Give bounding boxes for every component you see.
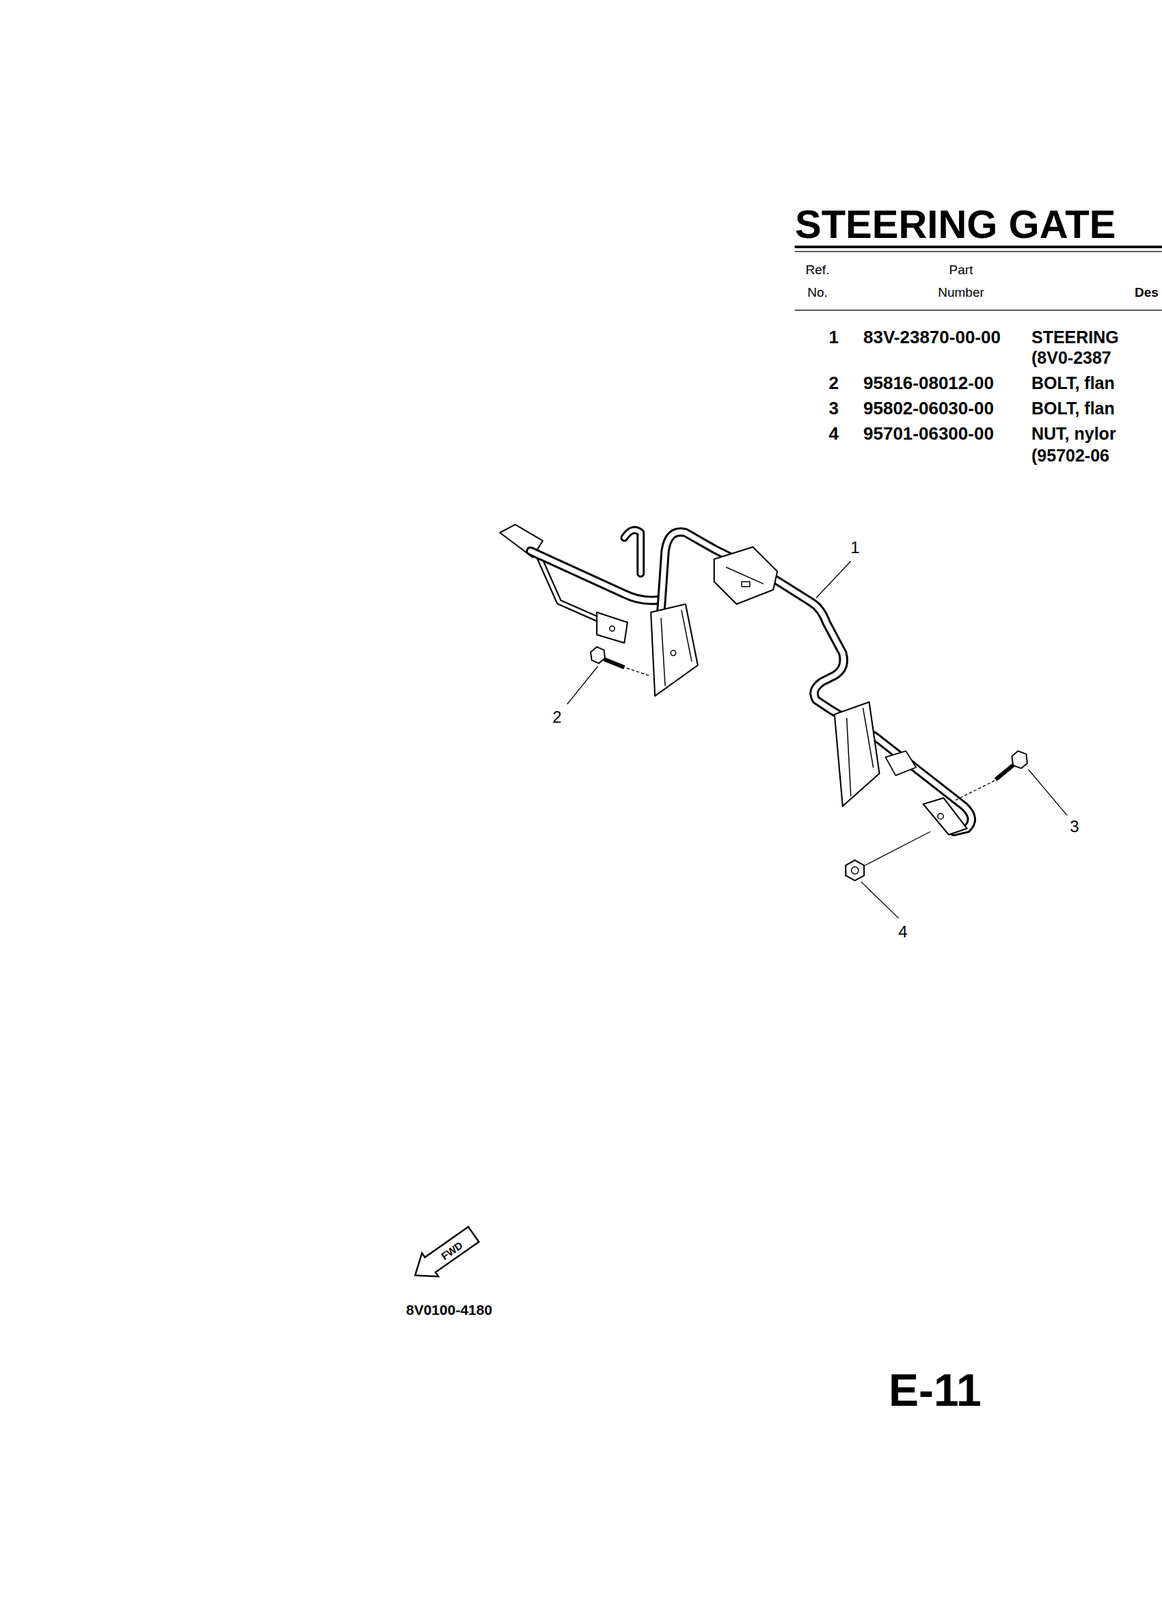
column-header: Ref.	[805, 263, 830, 277]
part-number: 95701-06300-00	[863, 424, 994, 443]
part-number: 95802-06030-00	[863, 399, 994, 417]
part-description: STEERING	[1031, 328, 1119, 346]
fwd-arrow	[406, 1222, 482, 1287]
fwd-mark: FWD	[439, 1239, 465, 1262]
part-description: (95702-06	[1031, 447, 1110, 465]
callout-number: 2	[552, 708, 562, 726]
part-number: 83V-23870-00-00	[863, 328, 1001, 346]
column-header: Number	[937, 285, 985, 299]
part-number: 95816-08012-00	[863, 373, 994, 392]
ref-number: 1	[829, 328, 839, 346]
part-description: BOLT, flan	[1031, 399, 1115, 417]
callout-number: 1	[850, 539, 860, 556]
callout-number: 4	[898, 923, 908, 940]
leader-lines	[567, 561, 1067, 918]
part-description: (8V0-2387	[1031, 349, 1112, 367]
page-title: STEERING GATE	[794, 204, 1116, 245]
ref-number: 3	[829, 399, 839, 417]
figure-code: 8V0100-4180	[406, 1302, 493, 1317]
frame-drawing	[499, 524, 972, 835]
part-description: NUT, nylor	[1031, 425, 1117, 443]
part-description: BOLT, flan	[1031, 374, 1115, 392]
column-header: Des	[1134, 285, 1159, 299]
ref-number: 4	[829, 424, 839, 443]
callout-number: 3	[1069, 818, 1079, 835]
column-header: Part	[949, 263, 974, 277]
table-rules	[794, 246, 1162, 311]
page-number: E-11	[888, 1367, 982, 1413]
column-header: No.	[807, 285, 828, 299]
ref-number: 2	[829, 373, 839, 392]
fasteners	[590, 646, 1028, 881]
